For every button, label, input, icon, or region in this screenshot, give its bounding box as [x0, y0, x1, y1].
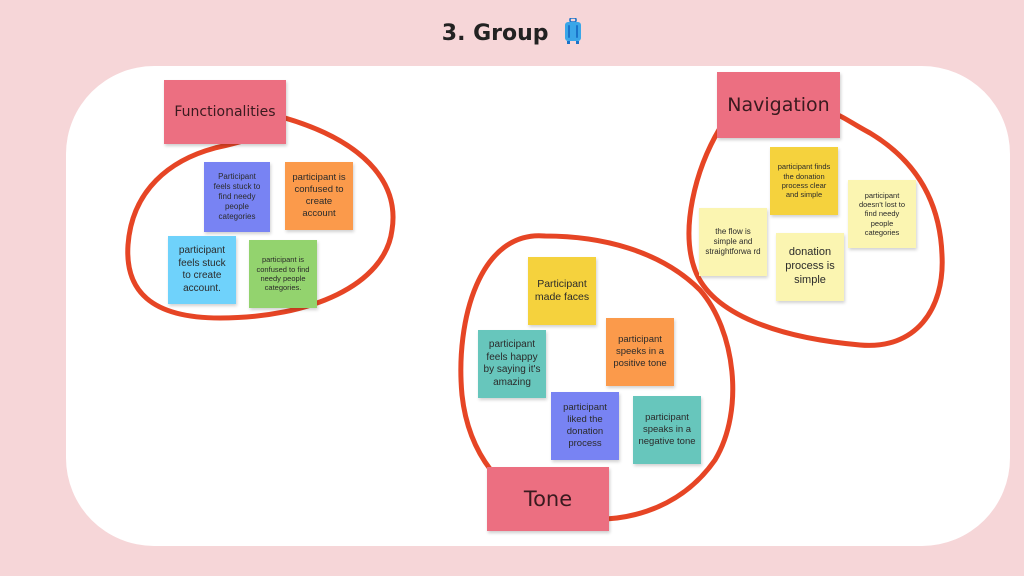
- group-label-tone: Tone: [487, 467, 609, 531]
- sticky-note[interactable]: participant speaks in a negative tone: [633, 396, 701, 464]
- sticky-note[interactable]: participant speeks in a positive tone: [606, 318, 674, 386]
- sticky-note[interactable]: the flow is simple and straightforwa rd: [699, 208, 767, 276]
- group-label-functionalities: Functionalities: [164, 80, 286, 144]
- sticky-note[interactable]: participant liked the donation process: [551, 392, 619, 460]
- sticky-note[interactable]: Participant made faces: [528, 257, 596, 325]
- sticky-note[interactable]: Participant feels stuck to find needy pe…: [204, 162, 270, 232]
- sticky-note[interactable]: participant feels stuck to create accoun…: [168, 236, 236, 304]
- slide-title-text: 3. Group: [441, 21, 549, 46]
- sticky-note[interactable]: participant feels happy by saying it's a…: [478, 330, 546, 398]
- sticky-note[interactable]: donation process is simple: [776, 233, 844, 301]
- slide-title: 3. Group: [0, 17, 1024, 50]
- sticky-note[interactable]: participant is confused to find needy pe…: [249, 240, 317, 308]
- sticky-note[interactable]: participant doesn't lost to find needy p…: [848, 180, 916, 248]
- luggage-icon: [564, 17, 582, 50]
- sticky-note[interactable]: participant finds the donation process c…: [770, 147, 838, 215]
- sticky-note[interactable]: participant is confused to create accoun…: [285, 162, 353, 230]
- group-label-navigation: Navigation: [717, 72, 840, 138]
